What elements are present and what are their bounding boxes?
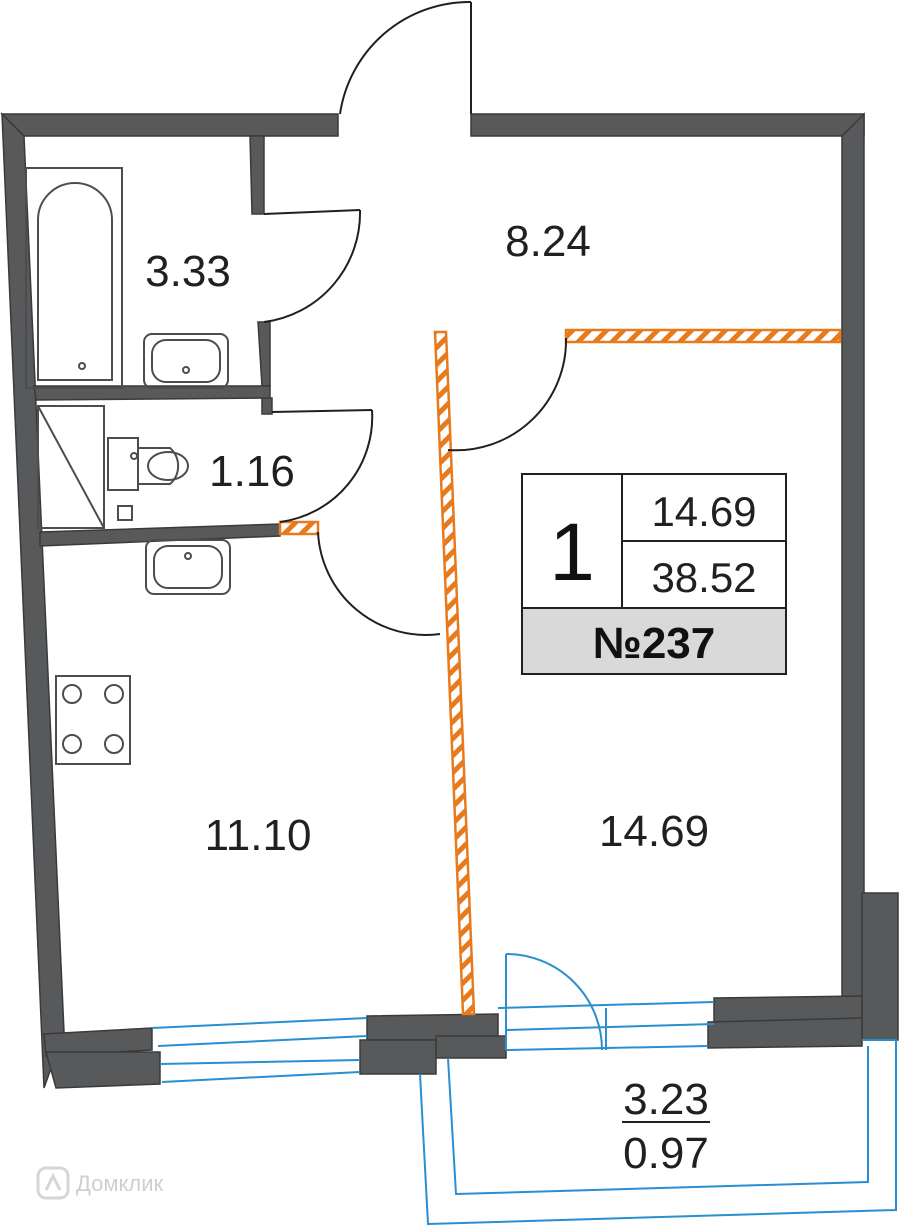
- burner-icon: [104, 684, 124, 704]
- wall-bottom-left-2: [45, 1051, 161, 1089]
- bathtub-frame: [25, 167, 123, 389]
- toilet-tank: [107, 437, 139, 491]
- balcony-outline-inner: [447, 1046, 869, 1196]
- balcony-reduced-area-label: 0.97: [623, 1129, 709, 1178]
- partition-kitchen-living: [433, 330, 476, 1016]
- floor-drain: [117, 505, 133, 521]
- rooms-count: 1: [549, 507, 595, 598]
- wall-bottom-mid-2: [359, 1039, 437, 1075]
- wall-wc-south: [39, 523, 281, 547]
- wall-right-pier: [861, 892, 899, 1041]
- info-total-area: 38.52: [651, 554, 756, 601]
- watermark: Домклик: [36, 1166, 164, 1200]
- info-living-area: 14.69: [651, 488, 756, 535]
- toilet: [137, 447, 180, 485]
- wall-bottom-left: [43, 1027, 153, 1057]
- apartment-info-box: 1 14.69 38.52 №237: [521, 473, 787, 675]
- bathtub-drain: [78, 362, 86, 370]
- burner-icon: [62, 734, 82, 754]
- fixtures: [25, 167, 231, 765]
- stove: [55, 675, 131, 765]
- kitchen-door-swing: [317, 531, 441, 636]
- bathtub: [37, 182, 113, 381]
- balcony-area-label: 3.23: [623, 1075, 709, 1124]
- burner-icon: [104, 734, 124, 754]
- wall-bottom-right-2: [707, 1017, 863, 1049]
- bathroom-area-label: 3.33: [145, 247, 231, 296]
- partition-hall-living: [564, 328, 842, 344]
- kitchen-sink: [145, 539, 231, 595]
- bathroom-sink: [143, 333, 229, 389]
- kitchen-area-label: 11.10: [205, 811, 312, 860]
- domclick-logo-icon: [36, 1166, 70, 1200]
- wc-door-swing: [279, 409, 374, 523]
- apartment-number-box: [521, 607, 787, 675]
- living-room-area-label: 14.69: [599, 807, 709, 856]
- exterior-walls: [0, 112, 899, 1089]
- wall-bath-east-upper: [249, 135, 265, 215]
- partition-wc-door: [278, 520, 320, 536]
- balcony-outline-outer: [419, 1039, 897, 1226]
- balcony-door-swing: [505, 953, 603, 1051]
- wc-area-label: 1.16: [209, 447, 295, 496]
- living-door-swing: [447, 337, 568, 452]
- windows: [151, 1001, 897, 1226]
- wall-bath-wc-stub: [261, 397, 273, 415]
- entrance-door-swing: [339, 0, 472, 115]
- hallway-area-label: 8.24: [505, 217, 591, 266]
- wall-top-left: [0, 113, 339, 137]
- wall-top-right: [470, 113, 865, 137]
- kitchen-sink-basin: [153, 545, 223, 589]
- wall-right: [841, 112, 865, 1014]
- bathroom-sink-basin: [151, 339, 221, 383]
- ventilation-shaft: [37, 405, 105, 529]
- wall-bath-east-lower: [257, 321, 271, 387]
- interior-walls: [33, 135, 281, 547]
- wall-bottom-mid-3: [435, 1035, 507, 1059]
- doors: [263, 0, 603, 1051]
- watermark-text: Домклик: [76, 1171, 164, 1196]
- wall-left: [1, 112, 65, 1089]
- apartment-number: №237: [593, 619, 715, 668]
- bathroom-door-swing: [263, 209, 362, 323]
- burner-icon: [62, 684, 82, 704]
- partitions: [278, 328, 842, 1016]
